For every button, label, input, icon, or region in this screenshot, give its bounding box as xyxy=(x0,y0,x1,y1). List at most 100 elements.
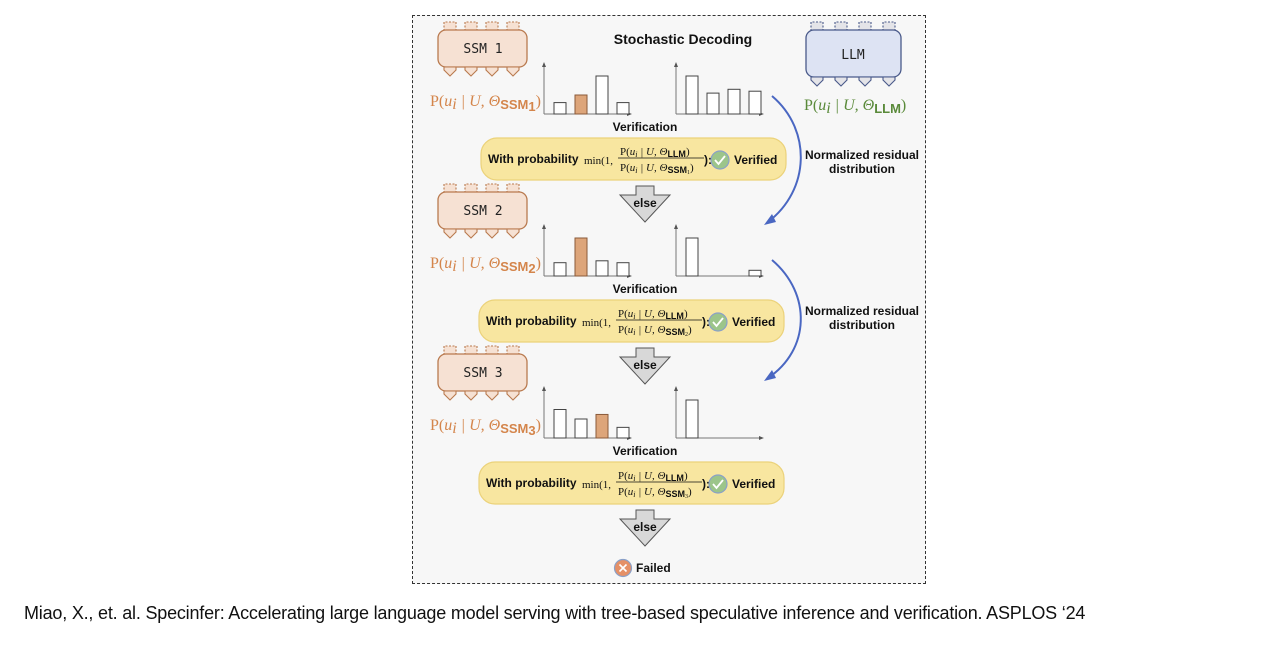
verification-label: Verification xyxy=(613,120,678,134)
llm-distribution-chart xyxy=(674,62,764,116)
failed-indicator: Failed xyxy=(613,558,671,578)
min-function-close: ): xyxy=(702,477,710,491)
failed-label: Failed xyxy=(636,561,671,575)
min-function: min(1, xyxy=(582,479,611,491)
residual-arrow-1 xyxy=(767,95,802,223)
check-icon xyxy=(708,474,728,494)
y-axis-arrow xyxy=(542,224,546,229)
bar xyxy=(616,102,630,115)
citation-caption: Miao, X., et. al. Specinfer: Acceleratin… xyxy=(24,603,1086,623)
bar xyxy=(685,237,699,277)
check-mark xyxy=(712,317,724,328)
diagram-title: Stochastic Decoding xyxy=(614,31,752,47)
ssm-probability-formula: P(ui | U, ΘSSM3) xyxy=(430,417,541,438)
check-icon xyxy=(708,312,728,332)
bar xyxy=(706,92,720,115)
bar xyxy=(553,262,567,277)
port-icon xyxy=(443,66,457,77)
min-function-close: ): xyxy=(704,153,712,167)
y-axis-arrow xyxy=(674,62,678,67)
else-arrow xyxy=(618,347,672,385)
y-axis-arrow xyxy=(674,386,678,391)
verified-label: Verified xyxy=(732,315,775,329)
ssm-label: SSM 3 xyxy=(463,366,502,381)
port-icon xyxy=(810,76,824,87)
port-icon xyxy=(464,228,478,239)
bar xyxy=(616,262,630,277)
else-arrow xyxy=(618,509,672,547)
port-icon xyxy=(443,390,457,401)
x-mark xyxy=(618,563,628,573)
verification-label: Verification xyxy=(613,282,678,296)
else-label: else xyxy=(633,358,657,372)
llm-output-ports xyxy=(810,76,896,87)
bar xyxy=(595,413,609,439)
port-icon xyxy=(443,228,457,239)
bar xyxy=(748,269,762,277)
port-icon xyxy=(464,390,478,401)
port-icon xyxy=(506,66,520,77)
else-label: else xyxy=(633,520,657,534)
fraction-denominator: P(ui | U, ΘSSM3) xyxy=(618,486,692,500)
llm-label: LLM xyxy=(841,48,865,63)
y-axis-arrow xyxy=(542,62,546,67)
ssm-label: SSM 2 xyxy=(463,204,502,219)
fraction-numerator: P(ui | U, ΘLLM) xyxy=(618,308,688,321)
verification-rule-box xyxy=(478,461,785,505)
port-icon xyxy=(882,76,896,87)
port-icon xyxy=(485,228,499,239)
bar xyxy=(685,399,699,439)
check-mark xyxy=(714,155,726,166)
verification-rule-box xyxy=(478,299,785,343)
fraction-numerator: P(ui | U, ΘLLM) xyxy=(620,146,690,159)
bar xyxy=(574,237,588,277)
residual-arrow-2-head xyxy=(764,370,776,381)
ssm-label: SSM 1 xyxy=(463,42,502,57)
x-axis-arrow xyxy=(759,436,764,440)
llm-box xyxy=(805,29,902,78)
bar xyxy=(616,426,630,439)
verified-label: Verified xyxy=(734,153,777,167)
min-function-close: ): xyxy=(702,315,710,329)
port-icon xyxy=(464,66,478,77)
with-probability-label: With probability xyxy=(486,314,577,328)
residual-arrow-2 xyxy=(767,259,802,379)
bar xyxy=(574,418,588,439)
port-icon xyxy=(834,76,848,87)
bar xyxy=(748,90,762,115)
else-label: else xyxy=(633,196,657,210)
verified-label: Verified xyxy=(732,477,775,491)
check-mark xyxy=(712,479,724,490)
port-icon xyxy=(858,76,872,87)
ssm-box xyxy=(437,29,528,68)
else-arrow xyxy=(618,185,672,223)
bar xyxy=(553,409,567,439)
llm-distribution-chart xyxy=(674,386,764,440)
ssm-box xyxy=(437,353,528,392)
residual-label-1-line2: distribution xyxy=(829,162,895,176)
fraction-denominator: P(ui | U, ΘSSM2) xyxy=(618,324,692,338)
residual-label-1-line1: Normalized residual xyxy=(805,148,919,162)
ssm-probability-formula: P(ui | U, ΘSSM2) xyxy=(430,255,541,276)
bar xyxy=(574,94,588,115)
y-axis-arrow xyxy=(542,386,546,391)
ssm-box xyxy=(437,191,528,230)
ssm-distribution-chart xyxy=(542,62,632,116)
bar xyxy=(595,260,609,277)
fraction-numerator: P(ui | U, ΘLLM) xyxy=(618,470,688,483)
min-function: min(1, xyxy=(584,155,613,167)
ssm-distribution-chart xyxy=(542,224,632,278)
min-function: min(1, xyxy=(582,317,611,329)
port-icon xyxy=(506,390,520,401)
fraction-denominator: P(ui | U, ΘSSM1) xyxy=(620,162,694,176)
y-axis-arrow xyxy=(674,224,678,229)
port-icon xyxy=(485,66,499,77)
bar xyxy=(553,102,567,115)
bar xyxy=(727,88,741,115)
bar xyxy=(595,75,609,115)
with-probability-label: With probability xyxy=(488,152,579,166)
